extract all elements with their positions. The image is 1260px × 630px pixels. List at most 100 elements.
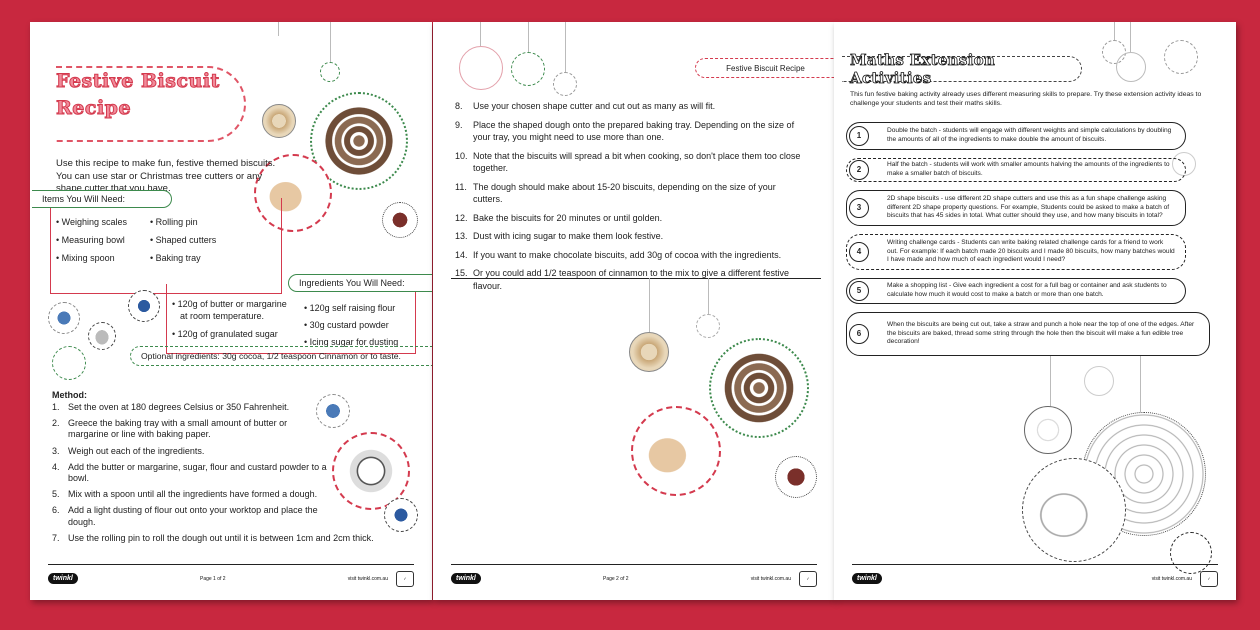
items-heading: Items You Will Need: [32, 190, 172, 208]
list-item: • Shaped cutters [150, 235, 217, 245]
twinkl-logo: twinkl [852, 573, 882, 584]
method-step: 4.Add the butter or margarine, sugar, fl… [52, 461, 327, 484]
ornament-string [565, 22, 566, 72]
butter-icon [316, 394, 350, 428]
list-item: • 120g of butter or margarine [172, 299, 287, 309]
page-footer: twinkl Page 2 of 2 visit twinkl.com.au✓ [451, 564, 817, 587]
ornament [459, 46, 503, 90]
optional-ingredients: Optional ingredients: 30g cocoa, 1/2 tea… [130, 346, 432, 366]
method-step: 12.Bake the biscuits for 20 minutes or u… [455, 212, 663, 223]
activity-5: 5 Make a shopping list - Give each ingred… [846, 278, 1186, 304]
tree-biscuit-ornament [254, 154, 332, 232]
scales-icon [332, 432, 410, 510]
small-biscuit-ornament [775, 456, 817, 498]
ornament [52, 346, 86, 380]
activity-number: 3 [849, 198, 869, 218]
page-footer: twinkl Page 1 of 2 visit twinkl.com.au✓ [48, 564, 414, 587]
ornament-string [708, 278, 709, 314]
ornament-string [480, 22, 481, 46]
quality-badge-icon: ✓ [799, 570, 817, 587]
ornament-string [528, 22, 529, 52]
ornament [1084, 366, 1114, 396]
biscuit-ornament [262, 104, 296, 138]
method-step: 5.Mix with a spoon until all the ingredi… [52, 489, 318, 500]
list-item: • Measuring bowl [56, 235, 125, 245]
flour-icon [384, 498, 418, 532]
method-heading: Method: [52, 390, 87, 400]
activity-text: When the biscuits are being cut out, tak… [887, 320, 1195, 346]
list-item: • Weighing scales [56, 217, 128, 227]
activity-3: 3 2D shape biscuits - use different 2D sh… [846, 190, 1186, 226]
ornament-string [1130, 22, 1131, 52]
activity-number: 6 [849, 324, 869, 344]
page-number: Page 1 of 2 [199, 575, 226, 582]
method-step: 1.Set the oven at 180 degrees Celsius or… [52, 402, 290, 412]
activity-text: Double the batch - students will engage … [887, 127, 1172, 143]
ornament-string [1050, 356, 1051, 406]
twinkl-logo: twinkl [48, 573, 78, 584]
ornament-string [1140, 356, 1141, 416]
activity-text: Make a shopping list - Give each ingredi… [887, 282, 1167, 298]
activity-text: 2D shape biscuits - use different 2D sha… [887, 194, 1170, 220]
outline-biscuit-ornament [1024, 406, 1072, 454]
activity-text: Writing challenge cards - Students can w… [887, 238, 1175, 264]
footer-url: visit twinkl.com.au [1151, 575, 1192, 582]
ornament-string [330, 22, 331, 62]
ornament [696, 314, 720, 338]
method-step: 9.Place the shaped dough onto the prepar… [455, 119, 795, 143]
activity-number: 1 [849, 126, 869, 146]
items-list-right: • Rolling pin • Shaped cutters • Baking … [150, 213, 216, 267]
butter-icon [48, 302, 80, 334]
maths-extension-page: Maths Extension Activities This fun fest… [834, 22, 1236, 600]
ingredients-heading: Ingredients You Will Need: [288, 274, 432, 292]
method-step: 14.If you want to make chocolate biscuit… [455, 249, 782, 260]
page-title: Maths Extension Activities [842, 51, 1082, 87]
ornament [1164, 40, 1198, 74]
list-item: • Mixing spoon [56, 253, 115, 263]
list-item: • Icing sugar for dusting [304, 337, 399, 347]
method-step: 7.Use the rolling pin to roll the dough … [52, 532, 374, 543]
intro-text: Use this recipe to make fun, festive the… [56, 158, 276, 194]
activity-number: 4 [849, 242, 869, 262]
method-step: 13.Dust with icing sugar to make them lo… [455, 231, 664, 241]
outline-tree-ornament [1022, 458, 1126, 562]
activity-number: 2 [849, 160, 869, 180]
method-step: 2.Greece the baking tray with a small am… [52, 418, 288, 440]
ingredients-list-left: • 120g of butter or margarine at room te… [172, 298, 287, 340]
activity-number: 5 [849, 281, 869, 301]
method-step: 6.Add a light dusting of flour out onto … [52, 505, 318, 527]
bowl-icon [88, 322, 116, 350]
method-step: 15.Or you could add 1/2 teaspoon of cinn… [455, 268, 790, 291]
twinkl-logo: twinkl [451, 573, 481, 584]
footer-url: visit twinkl.com.au [750, 575, 791, 582]
biscuit-ornament [629, 332, 669, 372]
divider [451, 278, 821, 279]
list-item: • 120g of granulated sugar [172, 329, 278, 339]
footer-url: visit twinkl.com.au [347, 575, 388, 582]
method-list: 1.Set the oven at 180 degrees Celsius or… [52, 402, 374, 544]
page-footer: twinkl visit twinkl.com.au✓ [852, 564, 1218, 587]
ingredients-box [166, 284, 416, 354]
method-list: 8.Use your chosen shape cutter and cut o… [455, 100, 805, 298]
list-item: • 120g self raising flour [304, 303, 396, 313]
small-biscuit-ornament [382, 202, 418, 238]
title-frame [56, 66, 246, 142]
chocolate-biscuit-plate [709, 338, 809, 438]
method-section: Method: 1.Set the oven at 180 degrees Ce… [52, 390, 374, 549]
list-item: • Rolling pin [150, 217, 198, 227]
method-step: 11.The dough should make about 15-20 bis… [455, 181, 776, 205]
ornament [511, 52, 545, 86]
page-header: Festive Biscuit Recipe [695, 58, 835, 78]
ornament-string [649, 278, 650, 332]
tree-biscuit-ornament [631, 406, 721, 496]
method-step: 3.Weigh out each of the ingredients. [52, 445, 205, 456]
items-list-left: • Weighing scales • Measuring bowl • Mix… [56, 213, 127, 267]
list-item: • Baking tray [150, 253, 201, 263]
list-item: • 30g custard powder [304, 320, 389, 330]
ornament [320, 62, 340, 82]
outline-small-ornament [1170, 532, 1212, 574]
intro-text: This fun festive baking activity already… [850, 91, 1202, 107]
